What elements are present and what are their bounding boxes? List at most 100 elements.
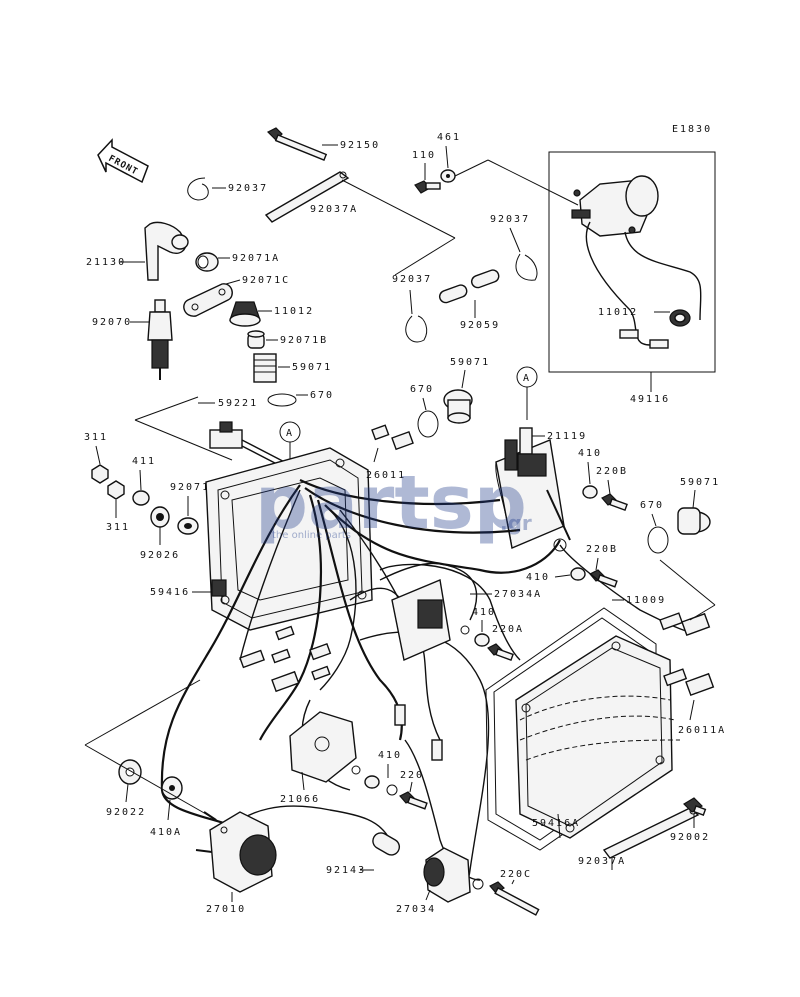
label-670-left: 670 bbox=[310, 390, 334, 401]
label-410-b: 410 bbox=[526, 572, 550, 583]
svg-text:the online parts: the online parts bbox=[272, 530, 351, 541]
bolt-92150-icon bbox=[266, 127, 328, 161]
front-arrow-icon: FRONT bbox=[97, 138, 149, 184]
rectifier-21066-icon bbox=[289, 711, 361, 783]
label-26011: 26011 bbox=[366, 470, 406, 481]
label-220B-a: 220B bbox=[596, 466, 628, 477]
seal-92071B-icon bbox=[247, 330, 265, 349]
label-59071-mid: 59071 bbox=[450, 357, 490, 368]
bolt-220A-icon bbox=[487, 643, 514, 662]
label-27034: 27034 bbox=[396, 904, 436, 915]
label-59416A: 59416A bbox=[532, 818, 580, 829]
clip-92037-icon bbox=[187, 177, 209, 201]
label-21130: 21130 bbox=[86, 257, 126, 268]
bolt-220B-a-icon bbox=[601, 493, 628, 512]
label-21119: 21119 bbox=[547, 431, 587, 442]
ignition-coil-21119-icon bbox=[495, 427, 571, 552]
label-92002: 92002 bbox=[670, 832, 710, 843]
washer-410-c-icon bbox=[474, 633, 490, 647]
fitting-59071-mid-icon bbox=[443, 389, 473, 424]
label-461: 461 bbox=[437, 132, 461, 143]
label-11012-left: 11012 bbox=[274, 306, 314, 317]
label-92071C: 92071C bbox=[242, 275, 290, 286]
label-59071-left: 59071 bbox=[292, 362, 332, 373]
cover-59416A-icon bbox=[515, 635, 681, 839]
label-670-right: 670 bbox=[640, 500, 664, 511]
bolt-92002-icon bbox=[683, 797, 707, 816]
terminal-26011A-icon bbox=[659, 612, 715, 697]
label-92143: 92143 bbox=[326, 865, 366, 876]
oring-670-left-icon bbox=[267, 393, 297, 407]
callout-a-right: A bbox=[516, 366, 538, 420]
relay-27034-icon bbox=[423, 847, 484, 903]
label-410-a: 410 bbox=[578, 448, 602, 459]
electric-case-59416-icon bbox=[205, 447, 373, 631]
washer-410-a-icon bbox=[582, 485, 598, 499]
label-59071-right: 59071 bbox=[680, 477, 720, 488]
label-11012-right: 11012 bbox=[598, 307, 638, 318]
label-59416: 59416 bbox=[150, 587, 190, 598]
bolt-220C-icon bbox=[489, 881, 540, 916]
label-411: 411 bbox=[132, 456, 156, 467]
washer-411-icon bbox=[132, 490, 150, 506]
clip-92037-low-icon bbox=[405, 315, 428, 343]
washer-410-d-icon bbox=[364, 775, 380, 789]
label-92150: 92150 bbox=[340, 140, 380, 151]
label-92059: 92059 bbox=[460, 320, 500, 331]
label-92071A: 92071A bbox=[232, 253, 280, 264]
label-11009: 11009 bbox=[626, 595, 666, 606]
washer-410-b-icon bbox=[570, 567, 586, 581]
washer-461-icon bbox=[440, 169, 456, 183]
label-27034A: 27034A bbox=[494, 589, 542, 600]
label-21066: 21066 bbox=[280, 794, 320, 805]
svg-text:A: A bbox=[286, 428, 292, 439]
regulator-27034A-icon bbox=[391, 579, 470, 661]
label-92022: 92022 bbox=[106, 807, 146, 818]
tube-92059-icon bbox=[438, 269, 500, 304]
harness-terminals-icon bbox=[239, 625, 443, 761]
label-410A: 410A bbox=[150, 827, 182, 838]
diagram-code: E1830 bbox=[672, 124, 712, 135]
bolt-220-icon bbox=[399, 791, 428, 810]
connector-relay-b-icon bbox=[649, 339, 669, 349]
solenoid-27010-icon bbox=[195, 811, 277, 893]
label-92071: 92071 bbox=[170, 482, 210, 493]
bolt-110-icon bbox=[414, 180, 441, 194]
label-110: 110 bbox=[412, 150, 436, 161]
label-410-d: 410 bbox=[378, 750, 402, 761]
seal-92071A-icon bbox=[195, 252, 219, 272]
clip-92037-mid-icon bbox=[515, 253, 538, 281]
spacer-92143-icon bbox=[372, 832, 401, 856]
starter-relay-49116-icon bbox=[571, 175, 702, 346]
spark-plug-92070-icon bbox=[147, 299, 173, 380]
label-670-mid: 670 bbox=[410, 384, 434, 395]
label-220A: 220A bbox=[492, 624, 524, 635]
washer-410A-icon bbox=[161, 776, 183, 800]
label-92037-top: 92037 bbox=[228, 183, 268, 194]
oring-670-right-icon bbox=[647, 526, 669, 554]
label-311-a: 311 bbox=[84, 432, 108, 443]
fitting-59071-left-icon bbox=[253, 353, 277, 383]
label-59221: 59221 bbox=[218, 398, 258, 409]
label-220B-b: 220B bbox=[586, 544, 618, 555]
label-92037A-low: 92037A bbox=[578, 856, 626, 867]
washer-410-d2-icon bbox=[386, 784, 398, 796]
grommet-11012-right-icon bbox=[669, 309, 691, 327]
label-92037-low: 92037 bbox=[392, 274, 432, 285]
grommet-11012-left-icon bbox=[229, 301, 261, 327]
nut-311-b-icon bbox=[107, 480, 125, 500]
label-311-b: 311 bbox=[106, 522, 130, 533]
plate-92071C-icon bbox=[183, 283, 233, 317]
label-26011A: 26011A bbox=[678, 725, 726, 736]
label-92070: 92070 bbox=[92, 317, 132, 328]
label-410-c: 410 bbox=[472, 607, 496, 618]
nut-311-a-icon bbox=[91, 464, 109, 484]
label-220: 220 bbox=[400, 770, 424, 781]
svg-text:.gr: .gr bbox=[500, 511, 532, 535]
washer-92026-icon bbox=[150, 506, 170, 528]
terminal-26011-icon bbox=[371, 424, 414, 451]
fitting-59071-right-icon bbox=[677, 507, 711, 535]
label-92071B: 92071B bbox=[280, 335, 328, 346]
